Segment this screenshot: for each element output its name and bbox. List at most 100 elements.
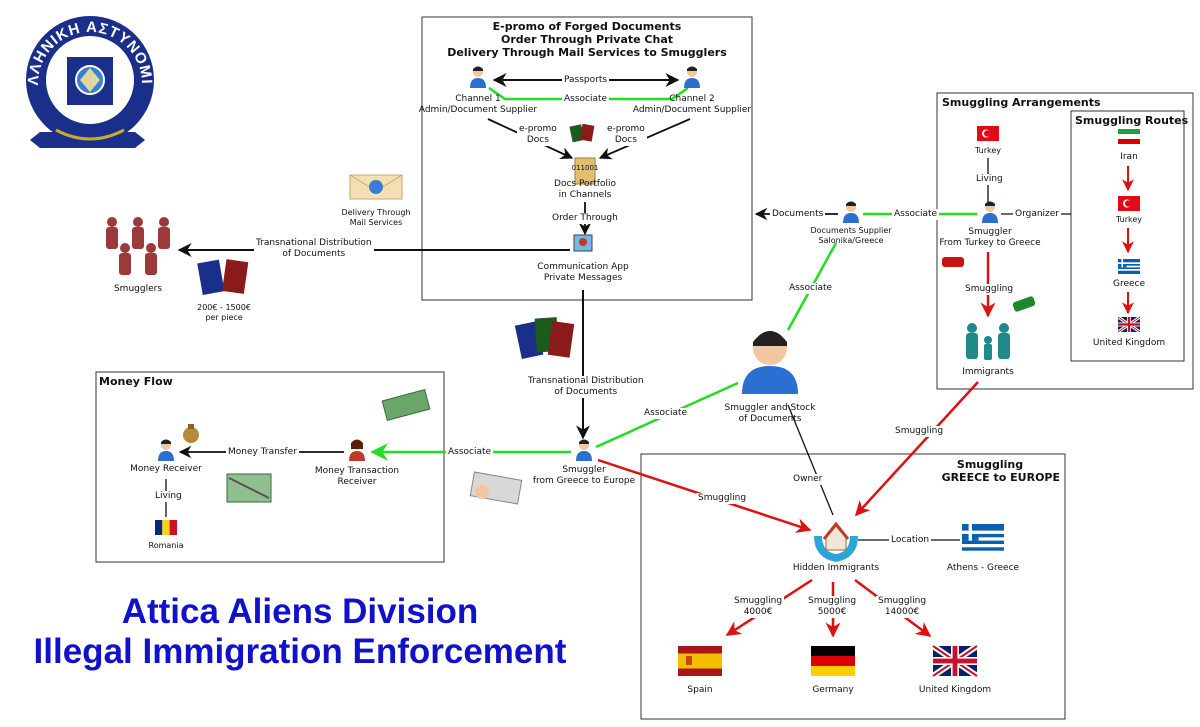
spain-label: Spain — [687, 685, 713, 695]
price-line1: 200€ - 1500€ — [197, 303, 251, 312]
smuggler-gr-person-icon — [576, 439, 592, 461]
main-title-line1: Attica Aliens Division — [121, 592, 479, 631]
edge-owner — [787, 404, 834, 516]
edge-transnational-down-line1: Transnational Distribution — [528, 376, 644, 386]
edge-epromo-right-label: e-promo Docs — [605, 124, 647, 146]
cash-hand-icon — [469, 471, 523, 505]
uk-label: United Kingdom — [918, 685, 992, 695]
iran-flag-icon — [1118, 129, 1140, 144]
edge-associate-supplier-smuggler-label: Associate — [892, 209, 940, 220]
edge-germany-price-line1: Smuggling — [808, 596, 857, 606]
delivery-mail-line2: Mail Services — [349, 218, 403, 227]
hidden-immigrants-label: Hidden Immigrants — [792, 563, 880, 573]
smuggler-stock-line2: of Documents — [738, 414, 802, 424]
turkey-top-label: Turkey — [974, 146, 1002, 155]
edge-transnational-down-line2: of Documents — [554, 387, 618, 397]
docs-portfolio-line1: Docs Portfolio — [554, 179, 616, 189]
smuggler-gr-eu-label: Smuggler from Greece to Europe — [524, 465, 644, 487]
channel2-label-line1: Channel 2 — [669, 94, 715, 104]
germany-label: Germany — [812, 685, 854, 695]
athens-greece-flag-icon — [962, 524, 1004, 554]
smuggler-stock-label: Smuggler and Stock of Documents — [715, 403, 825, 425]
money-transfer-icon — [226, 473, 272, 503]
communication-app-icon — [573, 234, 593, 252]
money-flow-box — [95, 371, 445, 563]
money-tx-receiver-line2: Receiver — [337, 477, 377, 487]
channel1-person-icon — [470, 66, 486, 88]
channel1-label: Channel 1 Admin/Document Supplier — [408, 94, 548, 116]
money-receiver-label: Money Receiver — [130, 464, 202, 474]
main-title: Attica Aliens Division Illegal Immigrati… — [0, 592, 600, 672]
smugglers-label: Smugglers — [113, 284, 163, 294]
edge-epromo-left-line1: e-promo — [519, 124, 557, 134]
delivery-mail-line1: Delivery Through — [341, 208, 411, 217]
docs-portfolio-line2: in Channels — [558, 190, 612, 200]
smuggling-europe-title: Smuggling GREECE to EUROPE — [920, 458, 1060, 484]
edge-transnational-down-label: Transnational Distribution of Documents — [526, 376, 646, 398]
route-uk-flag-icon — [1117, 315, 1141, 334]
edge-associate-channels-label: Associate — [562, 94, 610, 105]
smuggler-tr-gr-line2: From Turkey to Greece — [939, 238, 1041, 248]
docs-supplier-line1: Documents Supplier — [810, 226, 892, 235]
money-stack-icon — [381, 389, 431, 421]
edge-associate-supplier-stock-label: Associate — [787, 283, 835, 294]
money-tx-receiver-person-icon — [349, 439, 365, 461]
main-title-line2: Illegal Immigration Enforcement — [33, 632, 567, 671]
epromo-box-title: E-promo of Forged Documents Order Throug… — [422, 20, 752, 59]
edge-smuggling-immigrants-hidden-label: Smuggling — [893, 426, 946, 437]
smuggler-stock-person-icon — [742, 331, 798, 394]
docs-supplier-line2: Salonika/Greece — [818, 236, 884, 245]
channel1-label-line2: Admin/Document Supplier — [418, 105, 538, 115]
edge-associate-stock-smuggler-label: Associate — [642, 408, 690, 419]
spain-flag-icon — [678, 646, 722, 676]
smuggling-routes-title: Smuggling Routes — [1075, 114, 1189, 127]
edge-epromo-left-line2: Docs — [526, 135, 549, 145]
money-tx-receiver-line1: Money Transaction — [314, 466, 400, 476]
docs-portfolio-label: 011001 Docs Portfolio in Channels — [535, 164, 635, 201]
docs-portfolio-code: 011001 — [571, 164, 599, 172]
smuggling-arrangements-box — [936, 92, 1194, 390]
edge-documents-label: Documents — [770, 209, 826, 220]
docs-supplier-person-icon — [843, 201, 859, 223]
smuggler-tr-gr-line1: Smuggler — [968, 227, 1012, 237]
edge-owner-label: Owner — [791, 474, 825, 485]
hidden-immigrants-icon — [814, 521, 858, 562]
smuggler-tr-person-icon — [982, 201, 998, 223]
docs-supplier-label: Documents Supplier Salonika/Greece — [799, 226, 903, 246]
edge-transnational-smugglers-line1: Transnational Distribution — [256, 238, 372, 248]
edge-transnational-smugglers-line2: of Documents — [282, 249, 346, 259]
price-line2: per piece — [205, 313, 243, 322]
route-greece-label: Greece — [1112, 279, 1146, 289]
police-logo: ΕΛΛΗΝΙΚΗ ΑΣΤΥΝΟΜΙΑ — [0, 0, 154, 148]
money-flow-title: Money Flow — [99, 375, 173, 388]
comm-app-line1: Communication App — [537, 262, 629, 272]
edge-uk-price-line2: 14000€ — [884, 607, 920, 617]
smuggling-europe-box — [640, 453, 1066, 720]
smuggler-stock-line1: Smuggler and Stock — [724, 403, 816, 413]
edge-organizer-label: Organizer — [1013, 209, 1062, 220]
edge-epromo-right-line1: e-promo — [607, 124, 645, 134]
immigrants-label: Immigrants — [962, 367, 1014, 377]
smuggler-tr-gr-label: Smuggler From Turkey to Greece — [935, 227, 1045, 249]
epromo-box — [421, 16, 753, 301]
romania-flag-icon — [155, 520, 177, 535]
edge-epromo-left-label: e-promo Docs — [517, 124, 559, 146]
edge-money-transfer-label: Money Transfer — [226, 447, 299, 458]
red-car-icon — [942, 257, 964, 267]
channel1-label-line1: Channel 1 — [455, 94, 501, 104]
price-label: 200€ - 1500€ per piece — [184, 303, 264, 323]
athens-label: Athens - Greece — [946, 563, 1020, 573]
edge-germany-price-label: Smuggling 5000€ — [806, 596, 859, 618]
comm-app-line2: Private Messages — [543, 273, 623, 283]
channel2-label: Channel 2 Admin/Document Supplier — [622, 94, 762, 116]
green-car-icon — [1012, 296, 1036, 312]
smugglers-group-icon — [106, 217, 170, 275]
edge-epromo-right-line2: Docs — [614, 135, 637, 145]
edge-smuggling-to-hidden-label: Smuggling — [696, 493, 749, 504]
route-turkey-flag-icon — [1118, 196, 1140, 211]
edge-location-label: Location — [889, 535, 932, 546]
germany-flag-icon — [811, 646, 855, 676]
epromo-title-line2: Order Through Private Chat — [500, 33, 674, 46]
route-turkey-label: Turkey — [1115, 215, 1143, 224]
